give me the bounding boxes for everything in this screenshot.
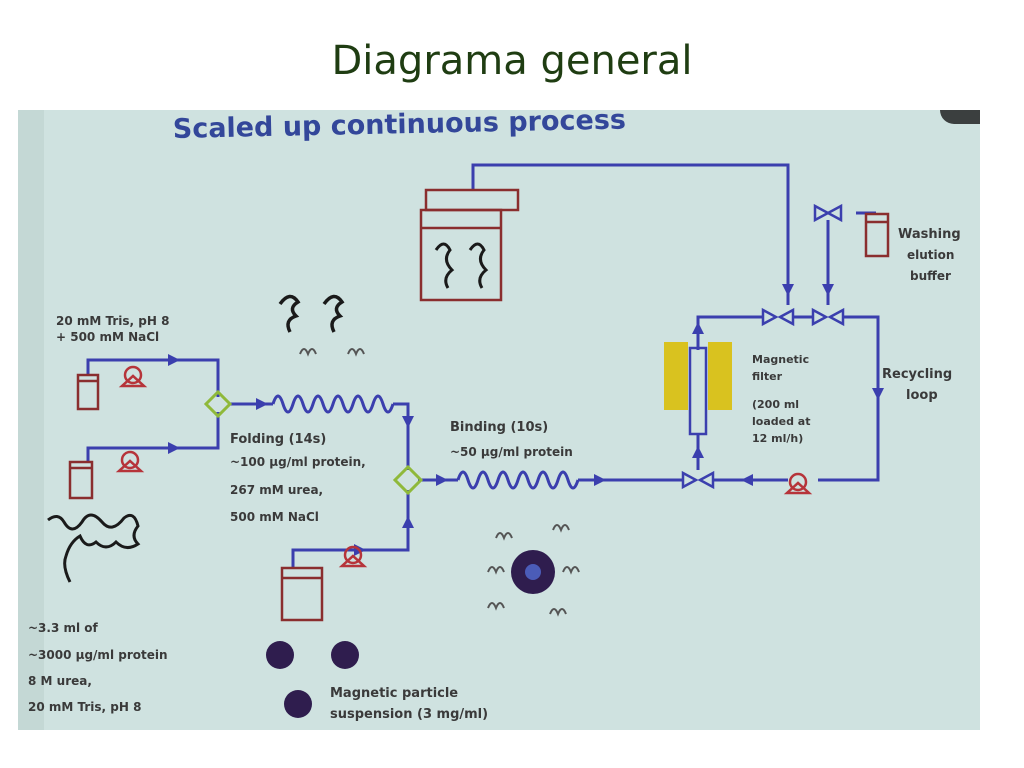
buffer-label-line1: 20 mM Tris, pH 8 — [56, 314, 169, 328]
buffer-pipe — [86, 358, 220, 397]
binding-line1: ~50 µg/ml protein — [450, 445, 573, 459]
recycling-loop-pipe — [818, 315, 880, 482]
folded-protein-icon — [278, 294, 365, 357]
feed-line1: ~3.3 ml of — [28, 621, 99, 635]
magnetic-particle-icon — [266, 641, 294, 669]
folding-mixer — [203, 389, 233, 419]
folding-line1: ~100 µg/ml protein, — [230, 455, 366, 469]
flow-arrow — [402, 416, 414, 428]
washing-line2: elution — [907, 248, 954, 262]
process-diagram: Scaled up continuous process — [28, 110, 961, 722]
feed-line2: ~3000 µg/ml protein — [28, 648, 168, 662]
feed-line4: 20 mM Tris, pH 8 — [28, 700, 141, 714]
filter-line1: Magnetic — [752, 353, 809, 366]
flow-arrow — [822, 284, 834, 296]
buffer-pump — [118, 365, 148, 388]
recycling-line2: loop — [906, 388, 938, 403]
flow-arrow — [692, 446, 704, 458]
recycling-pump — [783, 472, 813, 495]
filter-line4: loaded at — [752, 415, 810, 428]
magnetic-particle-icon — [487, 524, 580, 617]
magnetic-particle-icon — [331, 641, 359, 669]
magnetic-filter — [664, 342, 732, 436]
flow-arrow — [872, 388, 884, 400]
washing-line3: buffer — [910, 269, 951, 283]
folding-line3: 500 mM NaCl — [230, 510, 319, 524]
particle-line1: Magnetic particle — [330, 686, 458, 701]
folding-title: Folding (14s) — [230, 432, 326, 447]
feed-line3: 8 M urea, — [28, 674, 92, 688]
folding-coil — [271, 394, 395, 414]
slide-heading: Scaled up continuous process — [172, 110, 626, 145]
washing-valve — [813, 203, 843, 223]
flow-arrow — [168, 354, 180, 366]
buffer-pipe-2 — [86, 412, 220, 462]
unfolded-protein-icon — [47, 513, 141, 583]
flow-arrow — [741, 474, 753, 486]
filter-line5: 12 ml/h) — [752, 432, 803, 445]
screen-left-strip — [18, 110, 44, 730]
particle-feed-pipe — [291, 490, 410, 568]
particle-pump — [338, 545, 368, 568]
flow-arrow — [594, 474, 606, 486]
binding-title: Binding (10s) — [450, 420, 548, 435]
binding-coil — [456, 470, 580, 490]
eluate-line-pipe — [471, 163, 790, 305]
flow-arrow — [402, 516, 414, 528]
flow-arrow — [692, 322, 704, 334]
washing-line1: Washing — [898, 227, 961, 242]
buffer-vessel — [76, 373, 100, 411]
flow-arrow — [782, 284, 794, 296]
projected-slide: Scaled up continuous process — [18, 110, 980, 730]
folding-line2: 267 mM urea, — [230, 483, 323, 497]
upper-valve-1 — [761, 307, 795, 327]
magnetic-particle-icon — [284, 690, 312, 718]
flow-arrow — [436, 474, 448, 486]
coil1-outlet-pipe — [393, 402, 410, 470]
page-title: Diagrama general — [331, 38, 693, 84]
washing-buffer-vessel — [864, 212, 890, 258]
filter-line3: (200 ml — [752, 398, 799, 411]
particle-vessel — [280, 566, 324, 622]
product-vessel — [419, 188, 520, 302]
filter-outlet-pipe — [696, 315, 763, 350]
filter-line2: filter — [752, 370, 783, 383]
flow-arrow — [256, 398, 268, 410]
buffer-label-line2: + 500 mM NaCl — [56, 330, 159, 344]
upper-valve-2 — [811, 307, 845, 327]
lower-valve — [681, 470, 715, 490]
feed-vessel — [68, 460, 94, 500]
particle-line2: suspension (3 mg/ml) — [330, 707, 488, 722]
feed-pump — [115, 450, 145, 473]
screen-corner-shadow — [940, 110, 980, 124]
binding-mixer — [392, 464, 424, 496]
flow-arrow — [168, 442, 180, 454]
recycling-line1: Recycling — [882, 367, 952, 382]
